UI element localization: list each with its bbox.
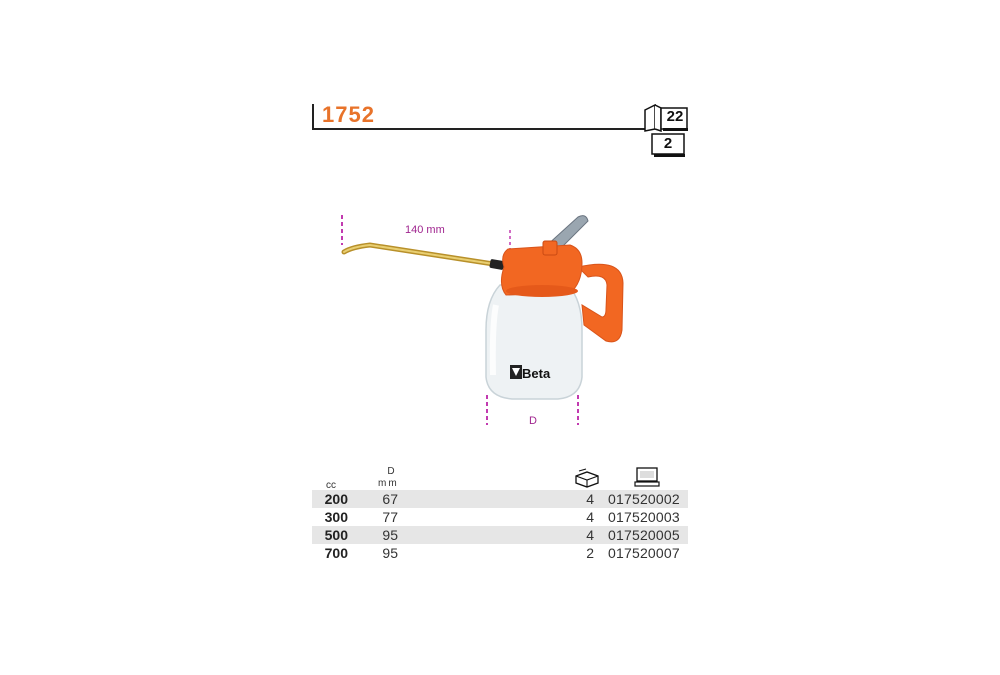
table-header: cc D mm [312,465,688,491]
cell-cc: 700 [324,545,348,561]
product-header: 1752 [312,100,688,130]
cell-cc: 200 [324,491,348,507]
table-row: 700 95 2 017520007 [312,544,688,562]
cell-pack: 2 [586,545,594,561]
cell-d: 95 [382,527,398,543]
package-icon [575,468,599,488]
brand-label: Beta [522,366,551,381]
header-bottom-rule [312,128,648,130]
catalog-book-icon [644,104,688,132]
spout-length-label: 140 mm [405,224,445,236]
computer-icon [634,467,660,487]
diameter-label: D [529,415,537,427]
box-number-icon [651,133,685,157]
header-d: D [387,466,395,477]
header-d-unit: mm [378,478,399,489]
cell-cc: 500 [324,527,348,543]
header-left-rule [312,104,314,129]
table-row: 300 77 4 017520003 [312,508,688,526]
cell-code: 017520003 [608,509,680,525]
box-number: 2 [663,135,673,152]
specs-table: cc D mm 200 67 4 017520002 300 77 4 0175… [312,465,688,562]
cell-pack: 4 [586,527,594,543]
cell-pack: 4 [586,491,594,507]
catalog-page-number: 22 [666,108,684,125]
cell-pack: 4 [586,509,594,525]
product-code: 1752 [322,102,375,127]
oil-can-illustration [341,215,624,425]
cell-code: 017520005 [608,527,680,543]
cell-code: 017520002 [608,491,680,507]
table-row: 500 95 4 017520005 [312,526,688,544]
header-cc: cc [326,480,336,491]
table-row: 200 67 4 017520002 [312,490,688,508]
cell-cc: 300 [324,509,348,525]
cell-d: 77 [382,509,398,525]
cell-code: 017520007 [608,545,680,561]
cell-d: 95 [382,545,398,561]
cell-d: 67 [382,491,398,507]
